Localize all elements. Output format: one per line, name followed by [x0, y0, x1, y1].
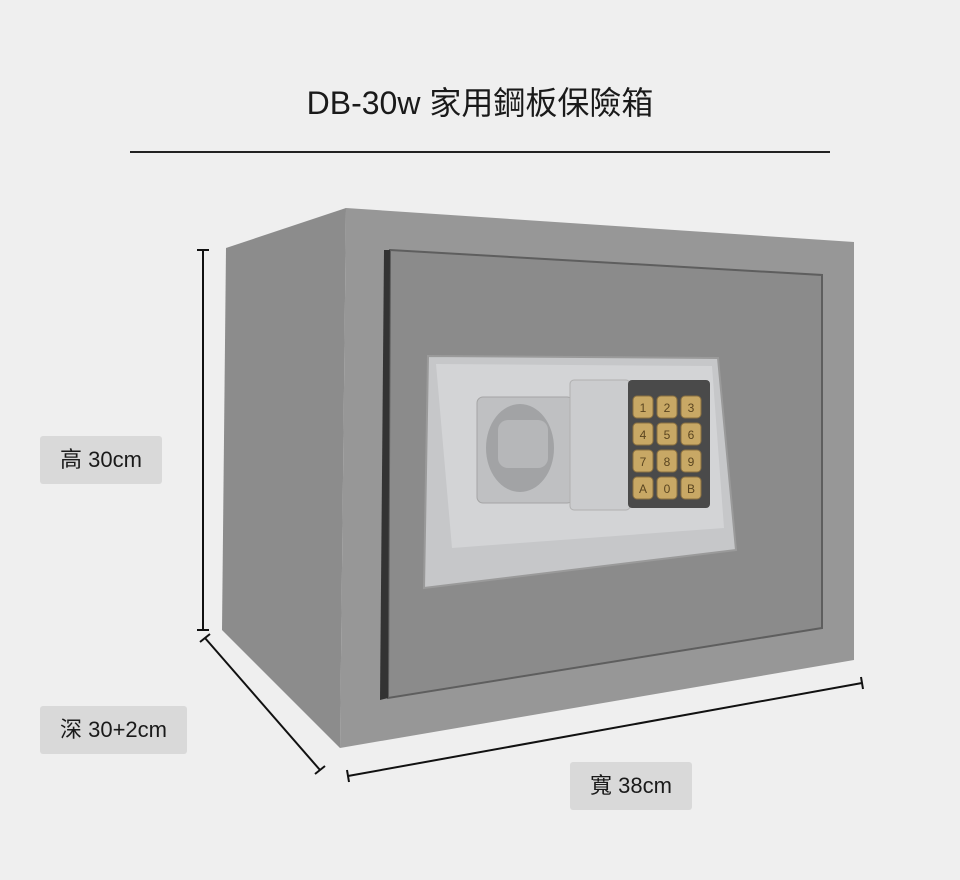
handle-bar [498, 420, 548, 468]
display-window [569, 379, 631, 511]
keypad-key [632, 395, 654, 419]
safe-side [222, 208, 346, 748]
keypad-key [632, 449, 654, 473]
dimension-lines [197, 249, 864, 783]
keypad-key-label: 4 [640, 428, 647, 442]
keypad-key [632, 422, 654, 446]
keypad-key-label: 1 [640, 401, 647, 415]
keypad-key [680, 422, 702, 446]
keypad-key-label: 5 [664, 428, 671, 442]
keypad-key [656, 449, 678, 473]
keypad-key-label: A [639, 482, 647, 496]
keypad-key [656, 395, 678, 419]
keypad-key-label: 7 [640, 455, 647, 469]
keypad-key [680, 476, 702, 500]
depth-label: 深 30+2cm [40, 706, 187, 754]
keypad-key [680, 395, 702, 419]
keypad-key [680, 449, 702, 473]
keypad-key-label: 6 [688, 428, 695, 442]
height-label: 高 30cm [40, 436, 162, 484]
keypad-key [656, 476, 678, 500]
keypad-key-label: 2 [664, 401, 671, 415]
keypad-key-label: 3 [688, 401, 695, 415]
door-gap [380, 250, 390, 700]
width-label: 寬 38cm [570, 762, 692, 810]
keypad-key-label: B [687, 482, 695, 496]
title-divider [130, 151, 830, 153]
keypad-key [632, 476, 654, 500]
page-title: DB-30w 家用鋼板保險箱 [306, 85, 654, 121]
keypad-key-label: 9 [688, 455, 695, 469]
keypad-key [656, 422, 678, 446]
keypad-key-label: 0 [664, 482, 671, 496]
keypad-key-label: 8 [664, 455, 671, 469]
